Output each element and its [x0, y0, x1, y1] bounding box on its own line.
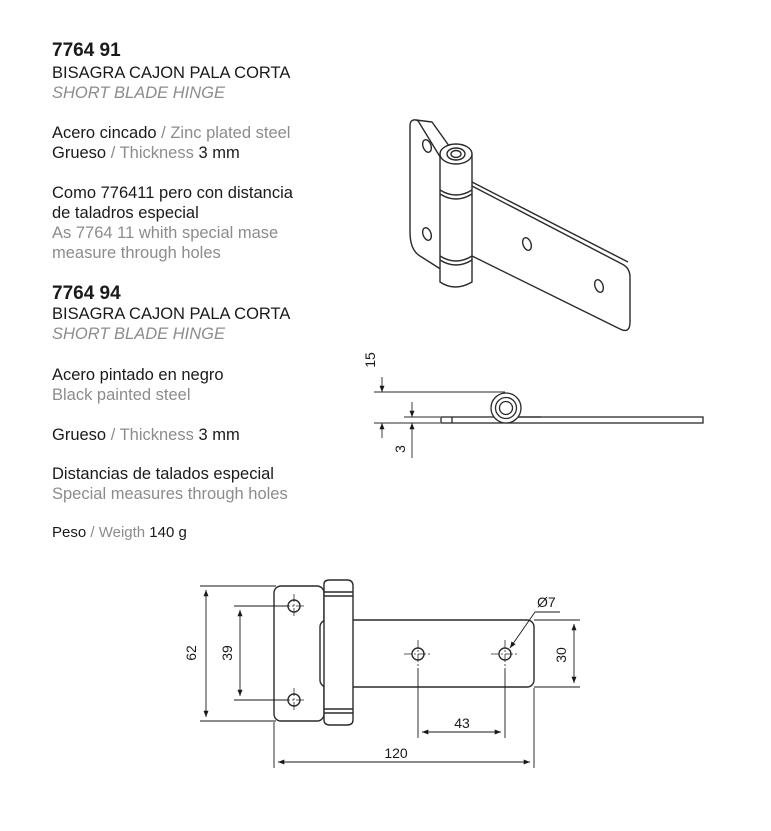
dim-hole-diameter: Ø7 — [537, 594, 556, 610]
note-en-line-1: As 7764 11 whith special mase — [52, 224, 279, 242]
material-es: Acero cincado — [52, 124, 157, 142]
thickness-line-2: Grueso / Thickness 3 mm — [52, 425, 240, 445]
weight-es: Peso — [52, 524, 87, 541]
holes-en: Special measures through holes — [52, 485, 288, 503]
dim-120: 120 — [384, 745, 408, 761]
front-view — [273, 579, 535, 726]
holes-es: Distancias de talados especial — [52, 465, 274, 483]
separator: / — [156, 124, 171, 142]
thickness-value: 3 mm — [193, 426, 240, 444]
thickness-en: Thickness — [119, 144, 194, 162]
dim-43: 43 — [454, 715, 470, 731]
note-en-line-2: measure through holes — [52, 244, 221, 262]
thickness-value: 3 mm — [193, 144, 240, 162]
product-code-2: 7764 94 — [52, 283, 121, 304]
thickness-es: Grueso — [52, 426, 107, 444]
separator: / — [106, 144, 120, 162]
separator: / — [86, 524, 99, 541]
product-name-en-2: SHORT BLADE HINGE — [52, 325, 225, 343]
dim-15: 15 — [362, 352, 378, 368]
product-name-es-1: BISAGRA CAJON PALA CORTA — [52, 64, 291, 82]
isometric-view — [409, 119, 631, 332]
weight-line: Peso / Weigth 140 g — [52, 523, 187, 543]
dim-39: 39 — [219, 645, 235, 661]
front-dimensions — [200, 585, 580, 768]
dim-3: 3 — [392, 445, 408, 453]
separator: / — [106, 426, 120, 444]
product-code-1: 7764 91 — [52, 40, 121, 61]
thickness-en: Thickness — [119, 426, 194, 444]
material-en-2: Black painted steel — [52, 386, 191, 404]
dim-30: 30 — [553, 647, 569, 663]
product-name-en-1: SHORT BLADE HINGE — [52, 84, 225, 102]
thickness-es: Grueso — [52, 144, 107, 162]
product-name-es-2: BISAGRA CAJON PALA CORTA — [52, 305, 291, 323]
weight-value: 140 g — [145, 524, 187, 541]
note-es-line-2: de taladros especial — [52, 204, 199, 222]
material-line-1: Acero cincado / Zinc plated steel — [52, 123, 290, 143]
material-es-2: Acero pintado en negro — [52, 366, 224, 384]
dim-62: 62 — [183, 645, 199, 661]
side-view — [374, 377, 704, 458]
thickness-line-1: Grueso / Thickness 3 mm — [52, 143, 240, 163]
weight-en: Weigth — [98, 524, 146, 541]
note-es-line-1: Como 776411 pero con distancia — [52, 184, 293, 202]
material-en: Zinc plated steel — [170, 124, 291, 142]
